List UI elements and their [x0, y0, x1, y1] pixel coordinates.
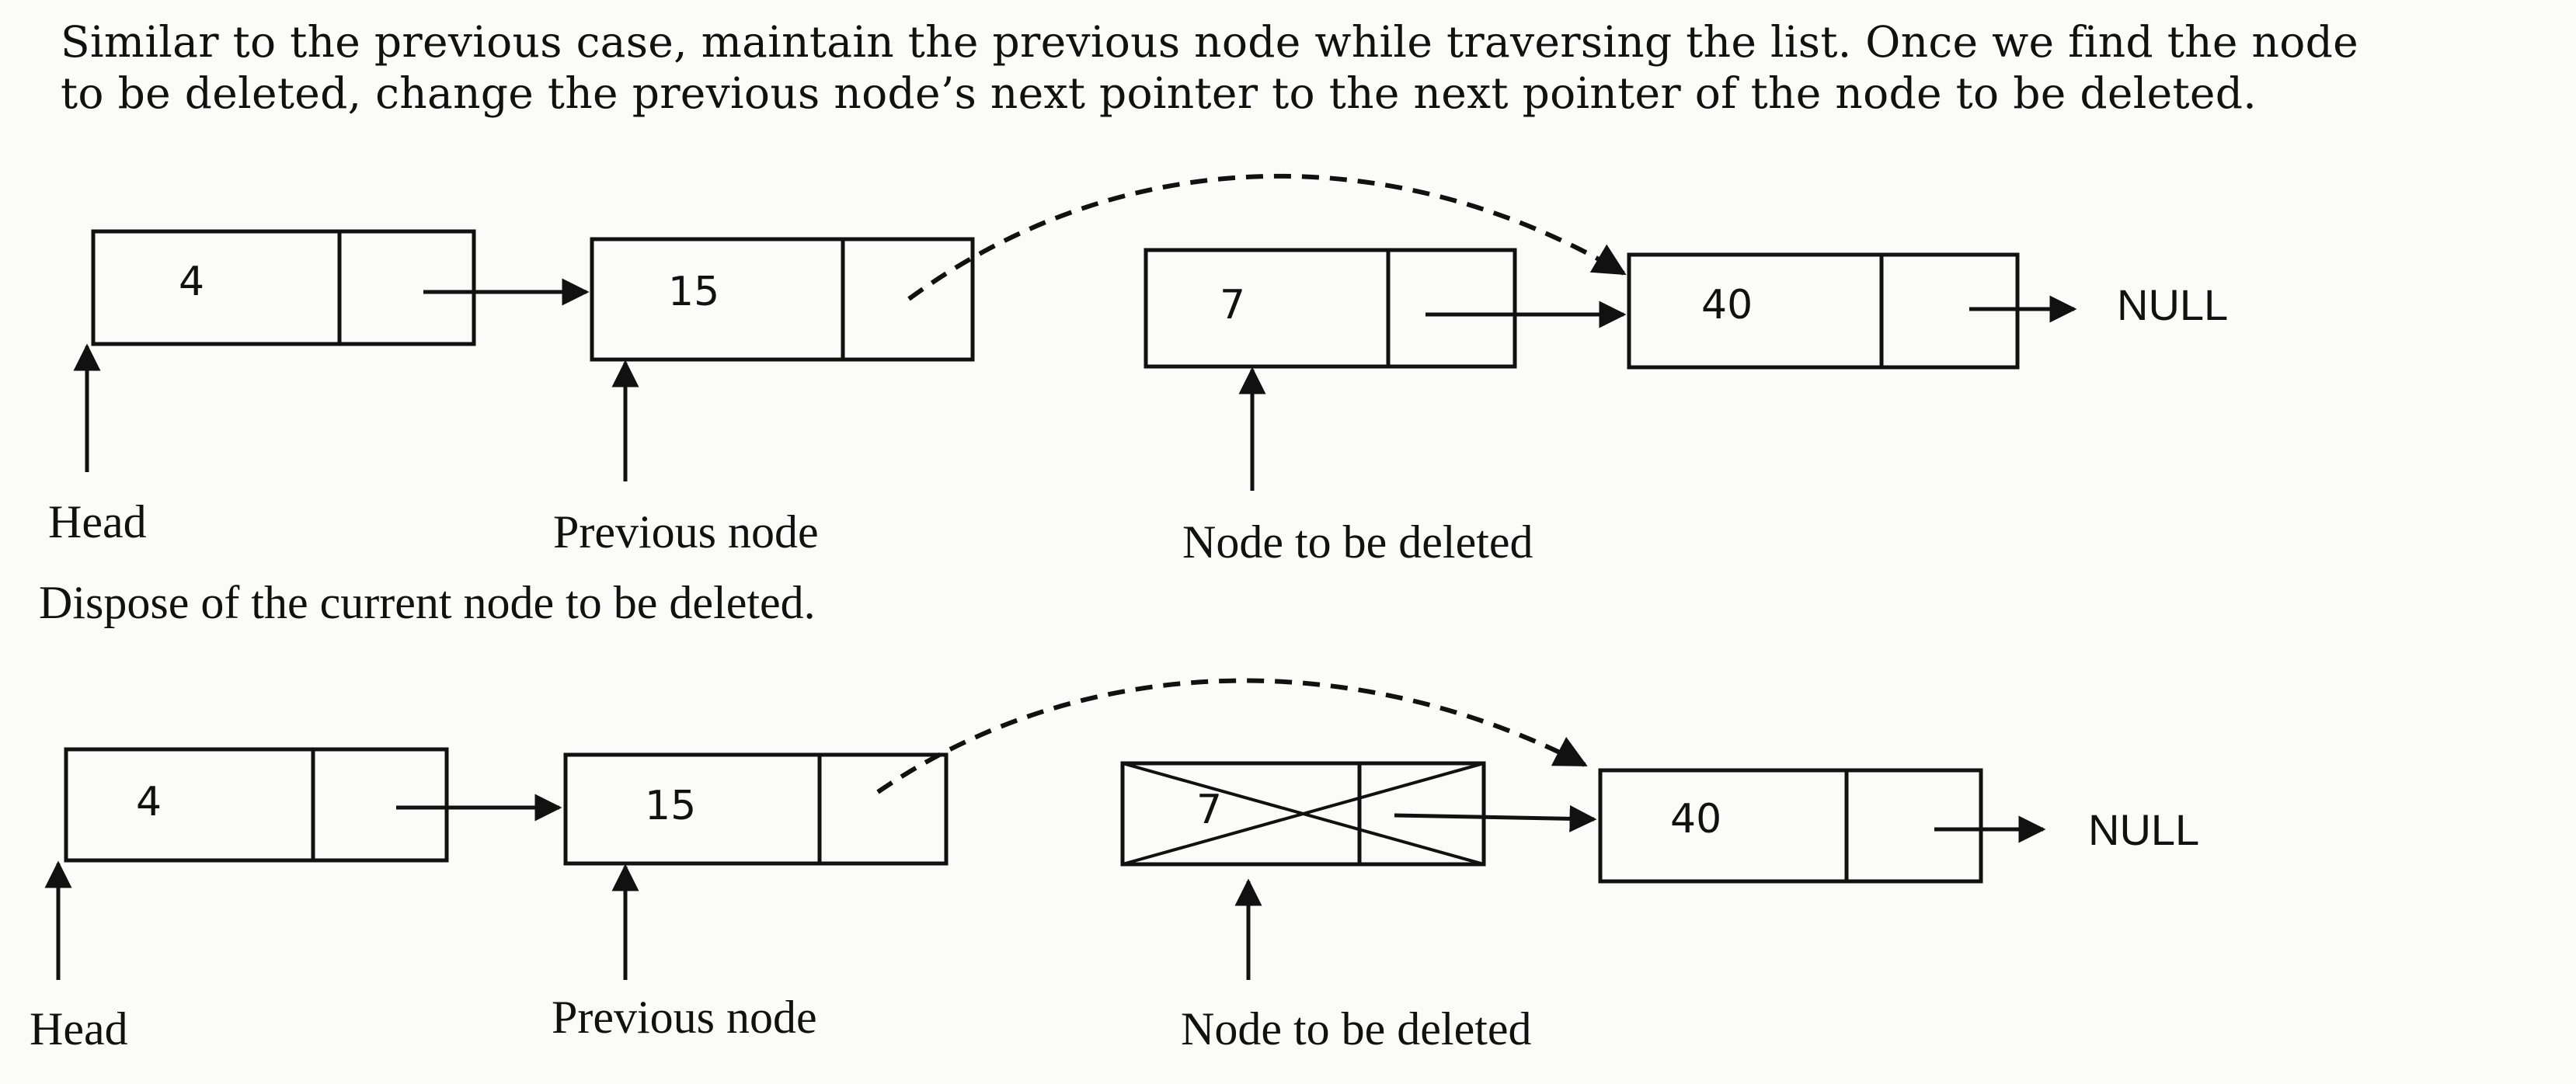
label-head: Head	[48, 496, 147, 547]
node-next: 40	[1598, 768, 1983, 884]
cross-out-line	[1122, 762, 1485, 866]
paragraph-line-2: to be deleted, change the previous node’…	[61, 68, 2257, 118]
node-value: 7	[1220, 282, 1245, 328]
label-previous-node: Previous node	[553, 506, 819, 558]
diagram-after-delete: 4 15 7 40	[30, 678, 2199, 1054]
diagram-before-delete: 4 15 7 40 NULL	[48, 173, 2228, 568]
dashed-bypass-arrow	[876, 678, 1588, 794]
node-to-delete: 7	[1144, 248, 1517, 369]
node-previous: 15	[590, 237, 975, 362]
next-pointer-arrow	[1394, 804, 1597, 832]
dispose-instruction: Dispose of the current node to be delete…	[39, 577, 816, 628]
node-value: 4	[179, 259, 204, 305]
null-label: NULL	[2117, 280, 2228, 329]
label-node-to-be-deleted: Node to be deleted	[1182, 516, 1533, 568]
null-label: NULL	[2088, 805, 2199, 854]
label-node-to-be-deleted: Node to be deleted	[1181, 1003, 1532, 1054]
node-value: 15	[668, 269, 719, 315]
node-value: 4	[136, 779, 162, 825]
label-head: Head	[30, 1003, 128, 1054]
node-head: 4	[64, 747, 449, 863]
node-next: 40	[1627, 252, 2020, 370]
paragraph-line-1: Similar to the previous case, maintain t…	[61, 17, 2358, 67]
node-value: 40	[1701, 282, 1753, 328]
node-value: 15	[645, 783, 696, 829]
dashed-bypass-arrow	[907, 173, 1627, 301]
node-head: 4	[91, 229, 476, 346]
label-previous-node: Previous node	[552, 992, 817, 1043]
node-previous: 15	[563, 752, 949, 866]
node-value: 40	[1670, 796, 1721, 843]
node-value: 7	[1196, 787, 1222, 833]
node-deleted-crossed: 7	[1120, 761, 1486, 867]
